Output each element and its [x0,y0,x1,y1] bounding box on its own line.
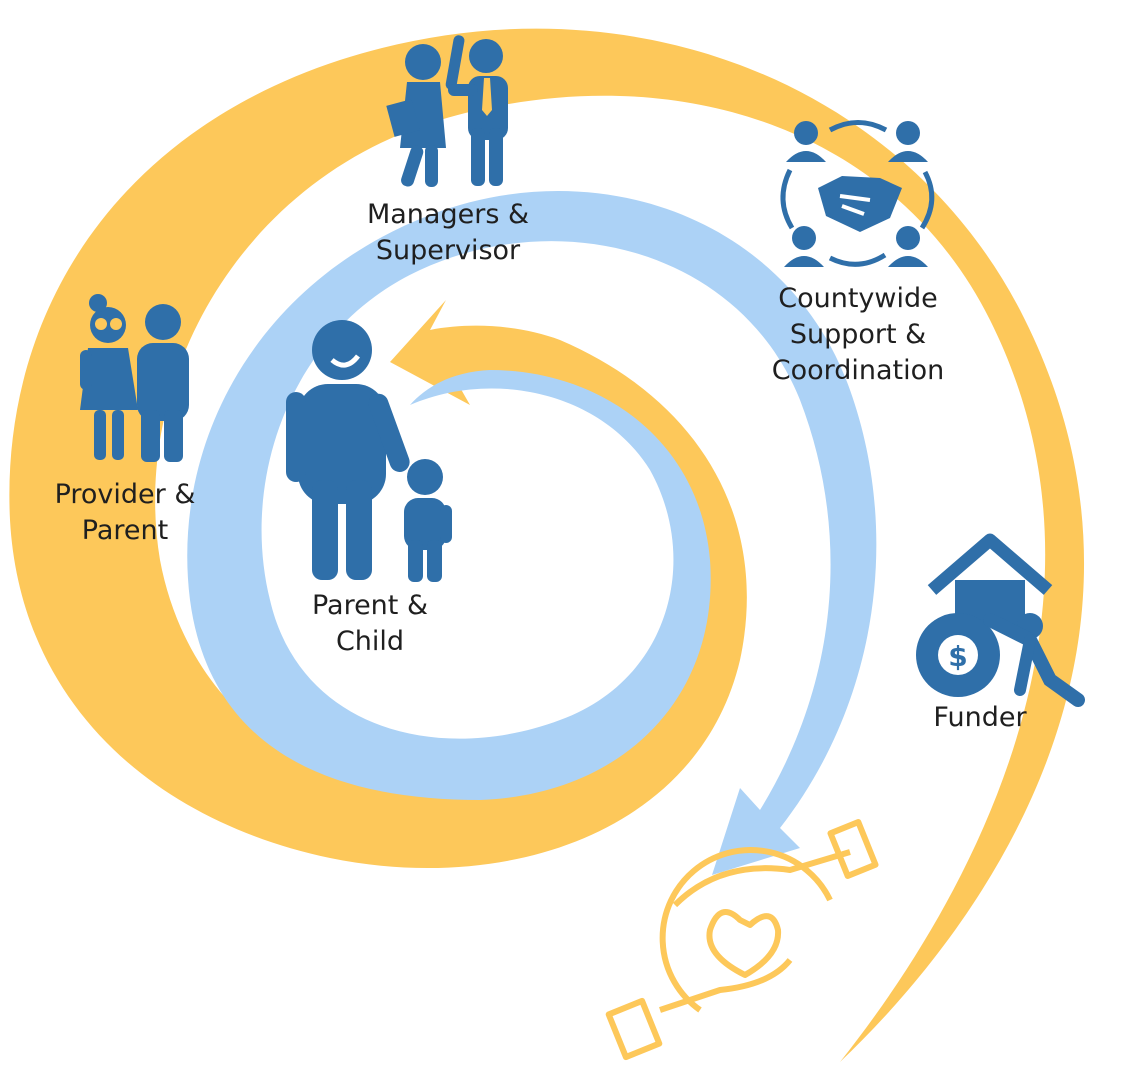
label-line: Parent [81,515,169,546]
label-line: Supervisor [375,235,521,266]
handshake-network-icon [780,120,935,267]
managers-icon [386,35,508,187]
label-parent-child: Parent & Child [300,588,440,660]
label-provider-parent: Provider & Parent [40,477,210,549]
label-funder: Funder [920,700,1040,736]
label-line: Managers & [366,199,530,230]
label-line: Funder [933,702,1027,733]
label-managers-supervisor: Managers & Supervisor [350,197,546,269]
label-line: Coordination [771,355,945,386]
parent-child-icon [286,320,452,582]
label-countywide: Countywide Support & Coordination [758,281,958,389]
label-line: Child [335,626,405,657]
dollar-sign: $ [948,640,967,673]
heart-in-hands-icon [605,819,879,1061]
label-line: Parent & [311,590,429,621]
label-line: Countywide [778,283,938,314]
blue-spiral [187,191,877,876]
label-line: Provider & [54,479,196,510]
provider-parent-icon [80,294,189,462]
funder-icon: $ [916,533,1085,707]
outer-gold-spiral [9,28,1085,1063]
label-line: Support & [789,319,927,350]
